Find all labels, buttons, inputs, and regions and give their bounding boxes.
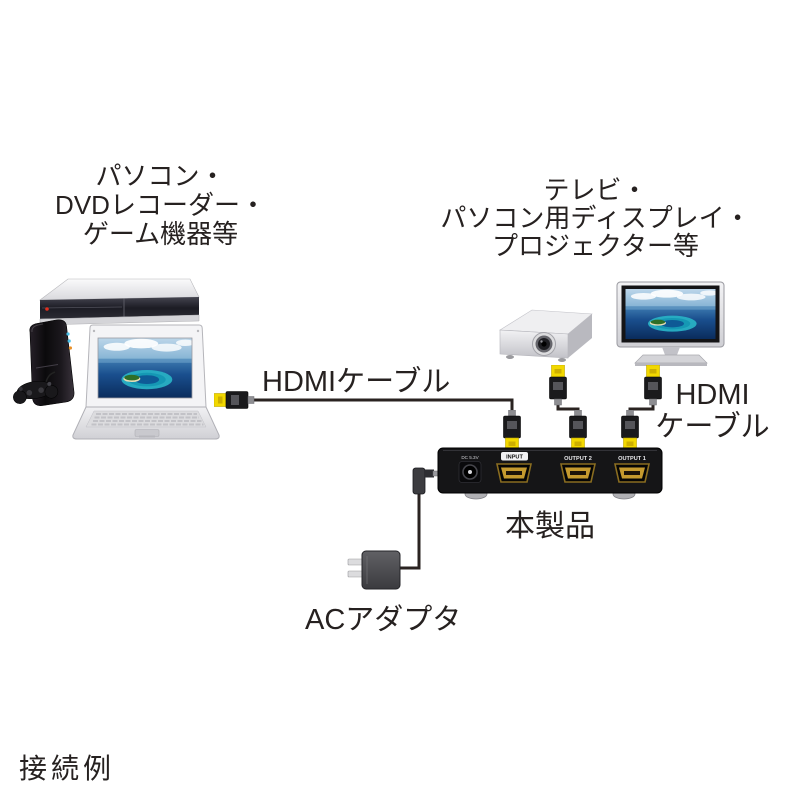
power-cable [396, 492, 421, 570]
monitor-stand [662, 347, 680, 355]
hdmi-connector-icon [622, 410, 639, 450]
display-devices-line: プロジェクター等 [492, 231, 699, 261]
dc-power-jack: DC 5.3V [458, 455, 482, 483]
laptop-keyboard [91, 413, 204, 426]
display-devices-line: パソコン用ディスプレイ・ [440, 203, 751, 233]
source-devices-line: DVDレコーダー・ [55, 190, 266, 220]
hdmi-connector-icon [214, 392, 254, 409]
monitor-screen-image [625, 289, 716, 339]
hdmi-cable-output2 [550, 365, 587, 450]
hdmi-connector-icon [570, 410, 587, 450]
dc-voltage-label: DC 5.3V [461, 455, 479, 460]
hdmi-cable-input [214, 392, 521, 451]
display-devices-label: テレビ・ パソコン用ディスプレイ・ プロジェクター等 [428, 176, 763, 260]
laptop-illustration [72, 324, 220, 440]
hdmi-cable-input-label: HDMIケーブル [262, 366, 451, 398]
input-port-label: INPUT [506, 454, 523, 460]
hdmi-cable-output-label-line: HDMI [675, 379, 750, 411]
product-name-label: 本製品 [505, 510, 595, 543]
hdmi-cable-output-label: HDMI ケーブル [645, 379, 780, 443]
source-devices-line: ゲーム機器等 [82, 219, 239, 249]
projector-illustration [499, 309, 593, 362]
output2-port-label: OUTPUT 2 [564, 456, 592, 462]
ac-adapter-body [361, 550, 401, 590]
game-controller-illustration [13, 371, 59, 404]
hdmi-output1-port: OUTPUT 1 [615, 456, 649, 482]
wall-plug-prong [347, 558, 364, 566]
console-led-icon [66, 332, 70, 336]
monitor-illustration [616, 281, 725, 366]
hdmi-cable-output-label-line: ケーブル [655, 411, 770, 443]
laptop-screen-image [98, 338, 192, 398]
wall-plug-prong [347, 570, 364, 578]
laptop-touchpad [134, 429, 160, 437]
console-led-icon [67, 339, 71, 343]
hdmi-output2-port: OUTPUT 2 [561, 456, 595, 482]
diagram-caption: 接続例 [19, 753, 116, 784]
ac-adapter-illustration [347, 467, 442, 590]
dvd-recorder-illustration [39, 278, 200, 326]
recorder-power-led [45, 307, 49, 311]
hdmi-cable-output1 [622, 365, 662, 450]
source-devices-line: パソコン・ [95, 161, 226, 191]
console-led-icon [68, 346, 72, 350]
dc-plug-icon [412, 467, 442, 495]
hdmi-connector-icon [550, 365, 567, 405]
display-devices-line: テレビ・ [543, 175, 648, 205]
hdmi-input-port: INPUT [497, 452, 531, 482]
ac-adapter-label: ACアダプタ [305, 604, 462, 636]
product-box-illustration: DC 5.3V INPUT OUTPUT 2 OUTPUT 1 [437, 447, 663, 500]
output1-port-label: OUTPUT 1 [618, 456, 646, 462]
source-devices-label: パソコン・ DVDレコーダー・ ゲーム機器等 [18, 162, 303, 249]
game-console-illustration [13, 319, 75, 407]
hdmi-connector-icon [504, 410, 521, 450]
projector-lens-icon [532, 332, 556, 356]
